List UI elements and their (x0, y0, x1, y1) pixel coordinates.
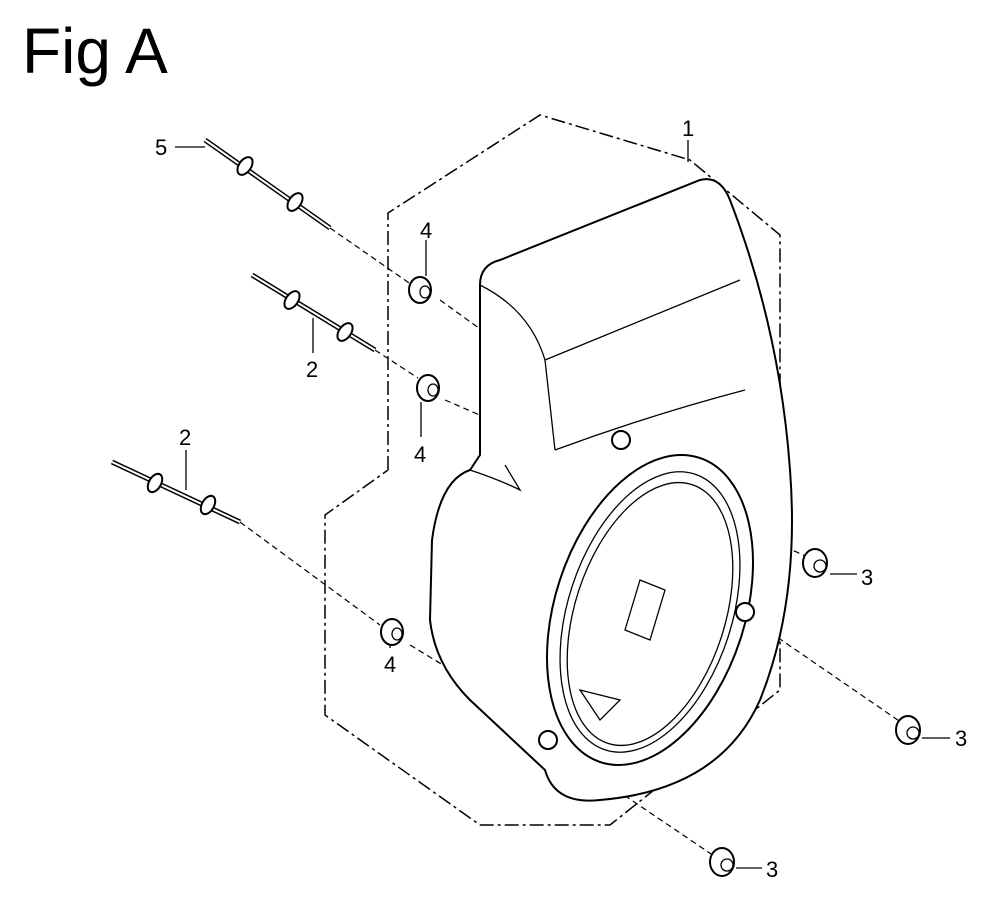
callout-4-collar-top: 4 (420, 218, 432, 243)
callout-2-bolt-lower: 2 (179, 425, 191, 450)
callout-3-nut-right-upper: 3 (861, 565, 873, 590)
fan-shroud[interactable] (428, 178, 793, 802)
callout-4-collar-bottom: 4 (384, 652, 396, 677)
callout-2-bolt-upper: 2 (306, 357, 318, 382)
collar-bottom[interactable] (380, 618, 404, 646)
nut-right-upper[interactable] (802, 548, 828, 578)
callout-3-nut-bottom: 3 (766, 857, 778, 882)
callout-5-bolt: 5 (155, 135, 167, 160)
assembly-outline (324, 114, 781, 826)
bolt-lower[interactable] (110, 459, 242, 525)
callout-4-collar-middle: 4 (414, 442, 426, 467)
callout-lines (175, 140, 950, 869)
callout-1-shroud: 1 (682, 116, 694, 141)
bolt-long[interactable] (203, 137, 332, 231)
callout-3-nut-right-lower: 3 (955, 726, 967, 751)
bolt-upper[interactable] (250, 272, 377, 353)
collar-top[interactable] (408, 276, 432, 304)
nut-right-lower[interactable] (895, 715, 921, 745)
figure-title: Fig A (22, 15, 168, 87)
collar-middle[interactable] (416, 374, 440, 402)
nut-bottom[interactable] (709, 847, 735, 877)
